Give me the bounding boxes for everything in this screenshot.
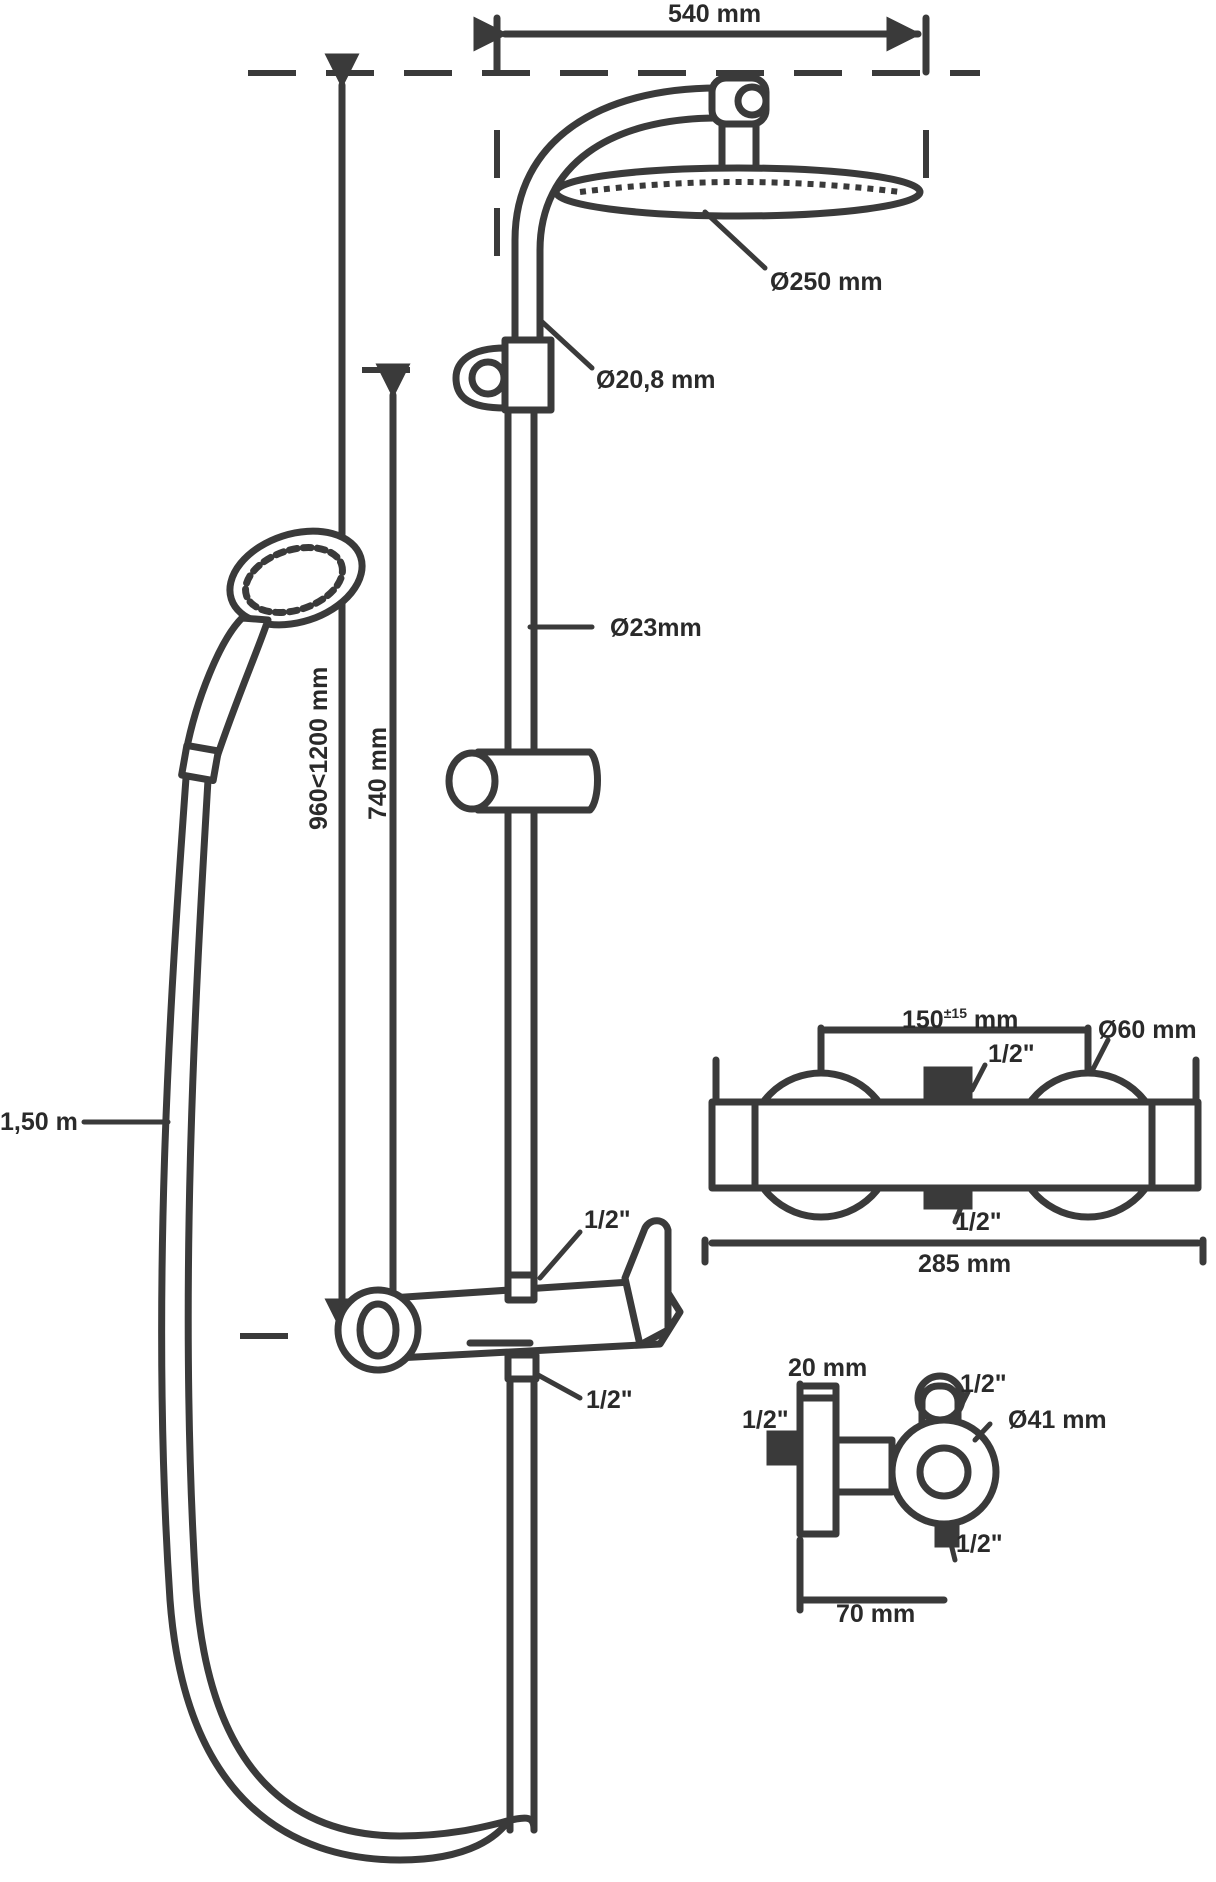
leader-front-top-inlet [969,1062,988,1093]
leader-side-knob [972,1421,993,1443]
head-swivel [718,120,760,174]
label-side-bottom-inlet: 1/2" [956,1530,1003,1558]
bar-top-bracket [452,344,509,412]
side-connector [832,1436,896,1496]
label-side-left-inlet: 1/2" [742,1406,789,1434]
label-head-diameter: Ø250 mm [770,268,883,296]
hand-shower: 1,50 m [0,527,538,1864]
label-inlet-top: 1/2" [584,1206,631,1234]
bar-top-bracket-screw [468,358,508,398]
mixer-bottom-inlet [504,1351,540,1383]
mixer-left-knob-center [356,1300,400,1360]
leader-side-top-inlet [957,1389,971,1411]
arm-inner-line [536,114,722,344]
label-side-depth-70: 70 mm [836,1600,915,1628]
side-knob-hex [916,1444,972,1500]
side-wall-plate [796,1382,840,1538]
label-mixer-spacing: 150±15 mm [902,1005,1018,1034]
front-bottom-inlet [923,1186,973,1210]
hand-shower-nozzles [242,544,346,616]
label-side-top-inlet: 1/2" [960,1370,1007,1398]
label-hose-length: 1,50 m [0,1108,78,1136]
label-arm-diameter: Ø20,8 mm [596,366,716,394]
head-connector-knob [734,83,770,119]
label-front-top-inlet: 1/2" [988,1040,1035,1068]
mixer-lever-handle [621,1217,672,1349]
label-width-540: 540 mm [668,0,761,28]
height-dimensions: 960<1200 mm 740 mm [240,53,420,1339]
leader-inlet-bottom [535,1372,583,1401]
shower-column: Ø250 mm Ø20,8 mm Ø23mm 1/2" 1/2" [334,74,924,1834]
side-left-inlet [766,1430,802,1466]
arm-outer-line [511,84,722,344]
hand-shower-handle [182,614,272,764]
rain-head-nozzles [579,179,901,195]
hand-shower-connector [178,741,222,785]
mixer-front-view: 150±15 mm Ø60 mm 1/2" 1/2" 285 mm [701,1005,1207,1278]
mixer-side-view: 20 mm 1/2" 1/2" Ø41 mm 1/2" 70 mm [742,1354,1107,1628]
front-mixer-body [708,1098,1202,1192]
leader-mixer-knob [1087,1037,1111,1078]
label-side-knob-diameter: Ø41 mm [1008,1406,1107,1434]
leader-front-bottom-inlet [952,1202,965,1225]
bar-top-holder [501,336,555,414]
hose-outer-line [158,774,514,1864]
label-mixer-width: 285 mm [918,1250,1011,1278]
label-side-depth-20: 20 mm [788,1354,867,1382]
leader-inlet-top [537,1229,583,1281]
label-bar-height: 740 mm [364,727,392,820]
label-front-bottom-inlet: 1/2" [955,1208,1002,1236]
leader-head-diameter [702,209,768,271]
rain-shower-head [552,164,924,220]
width-dimension: 540 mm [248,0,980,76]
leader-side-bottom-inlet [947,1537,958,1563]
label-mixer-knob-diameter: Ø60 mm [1098,1016,1197,1044]
mixer-left-knob [334,1286,422,1374]
front-top-inlet [923,1066,973,1102]
sliding-holder-cap [445,749,499,813]
label-bar-diameter: Ø23mm [610,614,702,642]
hose-inner-line [184,776,538,1840]
side-bottom-inlet [934,1520,960,1548]
leader-arm-diameter [537,317,595,371]
mixer-top-outlet [504,1271,538,1304]
label-total-height: 960<1200 mm [305,667,333,830]
label-inlet-bottom: 1/2" [586,1386,633,1414]
